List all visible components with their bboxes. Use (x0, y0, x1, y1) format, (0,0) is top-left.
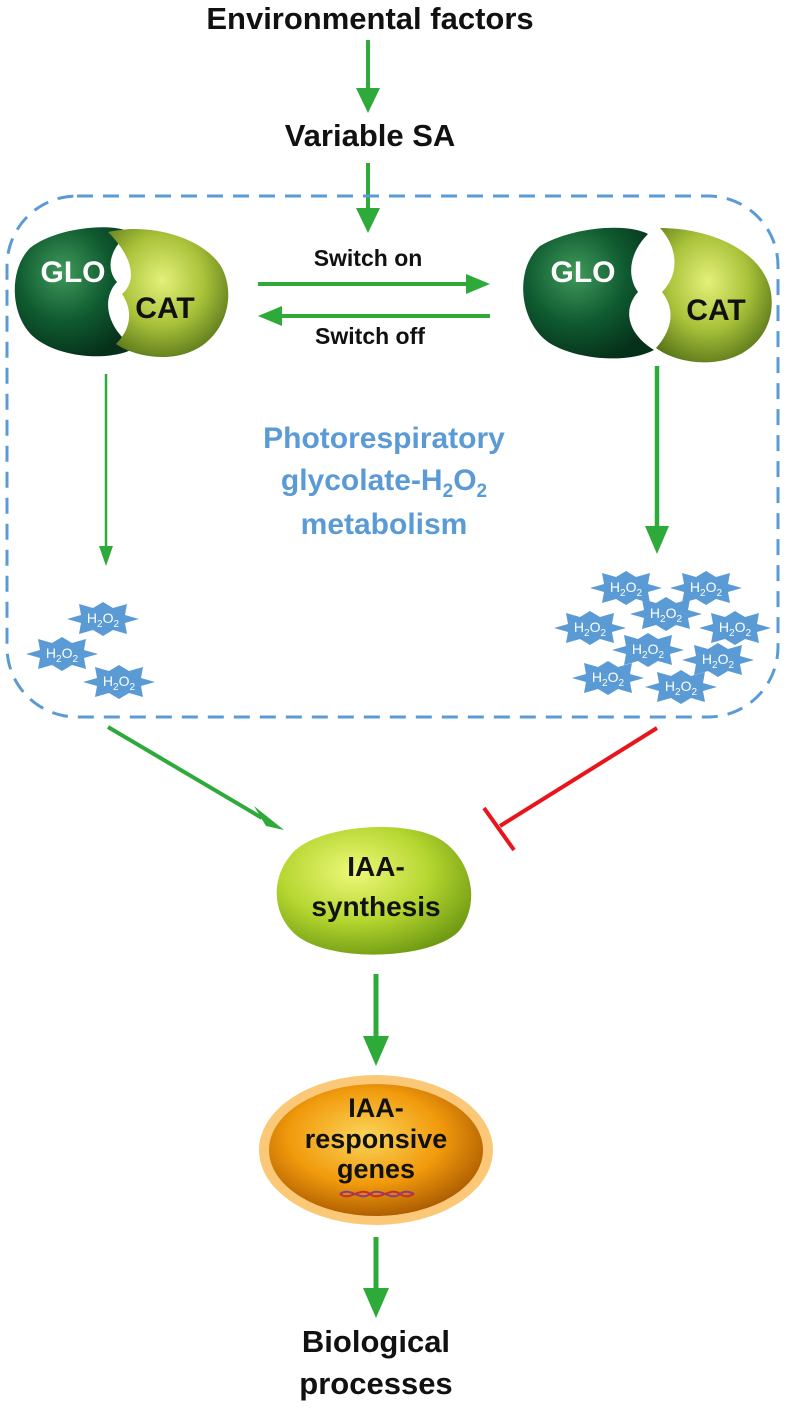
h2o2-molecule: H2O2 (699, 611, 771, 645)
arrow-right-down-thick (645, 366, 669, 554)
dna-helix-icon (339, 1190, 415, 1198)
h2o2-label: H2O2 (719, 619, 752, 639)
h2o2-label: H2O2 (665, 678, 698, 698)
h2o2-label: H2O2 (690, 579, 723, 599)
cat-shape-right (656, 228, 772, 363)
h2o2-label: H2O2 (46, 645, 79, 665)
h2o2-label: H2O2 (87, 610, 120, 630)
glo-label-left: GLO (41, 256, 106, 289)
h2o2-molecule: H2O2 (67, 602, 139, 636)
cat-label-left: CAT (135, 292, 194, 325)
metabolism-line3: metabolism (301, 508, 468, 541)
iaa-genes-line1: IAA- (348, 1093, 404, 1123)
cat-label-right: CAT (686, 294, 745, 327)
h2o2-label: H2O2 (592, 669, 625, 689)
h2o2-molecule: H2O2 (612, 633, 684, 667)
glo-label-right: GLO (551, 256, 616, 289)
biological-line1: Biological (302, 1324, 450, 1359)
h2o2-label: H2O2 (650, 605, 683, 625)
h2o2-molecule: H2O2 (83, 665, 155, 699)
label-variable-sa: Variable SA (285, 118, 456, 153)
glo-shape-right (523, 227, 654, 359)
metabolism-line1: Photorespiratory (263, 422, 505, 455)
h2o2-molecule: H2O2 (645, 670, 717, 704)
arrow-genes-to-biological (363, 1237, 389, 1318)
h2o2-label: H2O2 (574, 619, 607, 639)
h2o2-molecule: H2O2 (572, 661, 644, 695)
arrow-left-down-thin (99, 374, 113, 566)
metabolism-line2: glycolate-H2O2 (281, 464, 487, 502)
arrow-env-to-sa (356, 40, 380, 113)
iaa-synthesis-node (276, 826, 472, 955)
iaa-synthesis-line2: synthesis (311, 891, 440, 922)
iaa-genes-node (269, 1084, 483, 1216)
h2o2-label: H2O2 (702, 651, 735, 671)
h2o2-label: H2O2 (632, 641, 665, 661)
h2o2-molecule: H2O2 (630, 597, 702, 631)
arrow-sa-to-box (356, 163, 380, 233)
switch-off-label: Switch off (315, 323, 425, 349)
inhibition-to-iaa (482, 726, 659, 852)
arrow-activation-to-iaa (106, 725, 284, 830)
iaa-genes-line3: genes (337, 1154, 415, 1184)
h2o2-molecule: H2O2 (26, 637, 98, 671)
title-environmental-factors: Environmental factors (206, 1, 533, 36)
h2o2-molecule: H2O2 (554, 611, 626, 645)
switch-on-arrow (258, 274, 490, 294)
enzyme-complex-dissociated: GLO CAT (523, 227, 772, 363)
photorespiration-box (5, 194, 780, 719)
switch-on-label: Switch on (314, 245, 423, 271)
iaa-synthesis-line1: IAA- (347, 851, 405, 882)
biological-line2: processes (299, 1366, 452, 1401)
h2o2-molecule: H2O2 (590, 571, 662, 605)
glo-shape-left (14, 227, 135, 357)
switch-off-arrow (258, 306, 490, 326)
arrow-synthesis-to-genes (363, 974, 389, 1066)
enzyme-complex-bound: GLO CAT (14, 227, 229, 358)
h2o2-molecule: H2O2 (670, 571, 742, 605)
h2o2-label: H2O2 (610, 579, 643, 599)
h2o2-label: H2O2 (103, 673, 136, 693)
iaa-genes-line2: responsive (305, 1124, 448, 1154)
cat-shape-left (108, 229, 229, 358)
h2o2-molecule: H2O2 (682, 643, 754, 677)
